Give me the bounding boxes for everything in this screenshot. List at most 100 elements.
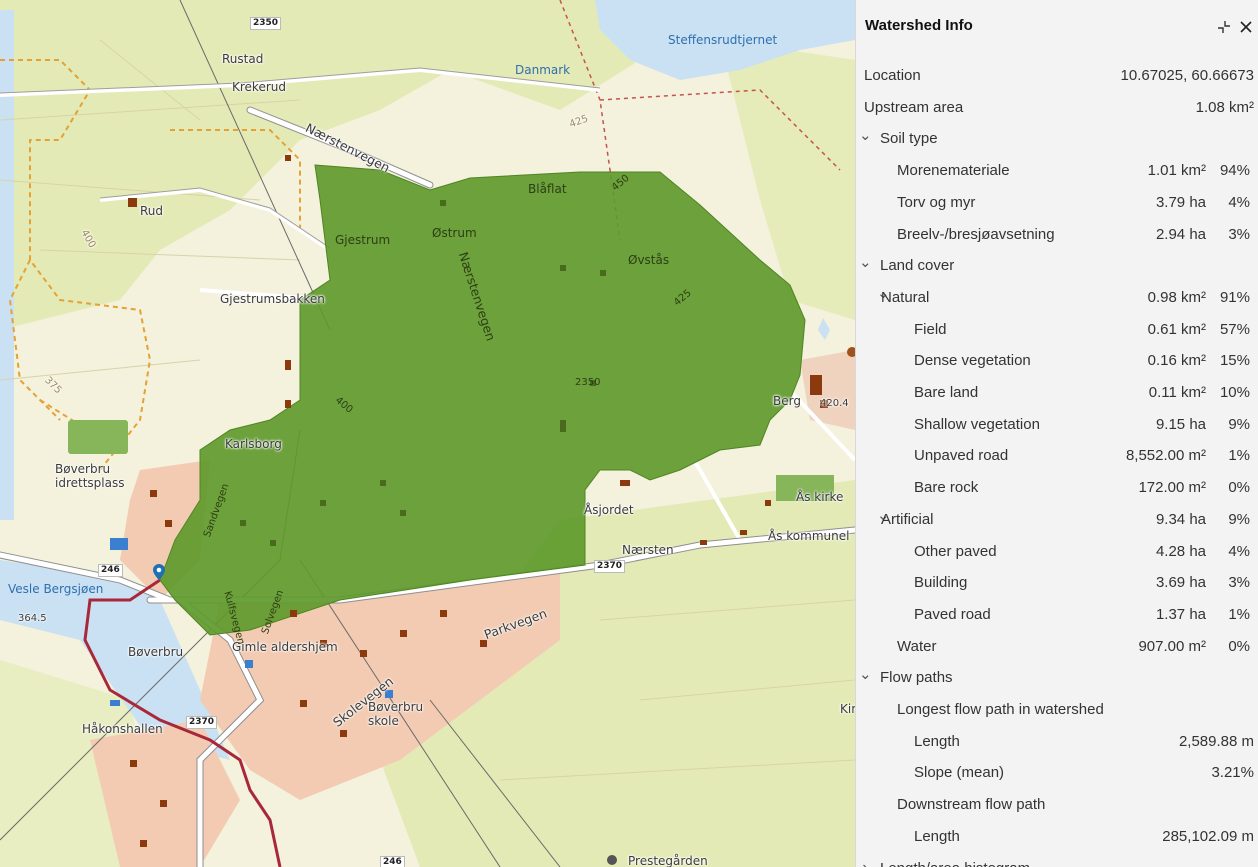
section-toggle-row[interactable]: ⌄Soil type — [856, 123, 1258, 154]
info-row: Bare rock 172.00 m² 0% — [856, 472, 1258, 503]
map-canvas[interactable] — [0, 0, 855, 867]
row-label: Flow paths — [880, 669, 953, 687]
label-contour-2350: 2350 — [575, 377, 601, 388]
row-label: Natural — [881, 288, 930, 306]
point-south — [607, 855, 617, 865]
label-gimle: Gimle aldershjem — [232, 640, 338, 654]
row-percent: 94% — [1219, 162, 1250, 180]
row-value: 9.15 ha — [1155, 415, 1206, 433]
row-label: Length/area histogram — [880, 860, 1030, 867]
row-label: Downstream flow path — [897, 796, 1046, 814]
chevron-right-icon[interactable]: › — [859, 859, 871, 867]
panel-header: Watershed Info — [856, 0, 1258, 50]
chevron-down-icon[interactable]: ⌄ — [859, 253, 872, 271]
watershed-buildings — [240, 200, 606, 546]
row-value: 1.01 km² — [1147, 162, 1206, 180]
row-value: 285,102.09 m — [1162, 827, 1254, 845]
chevron-down-icon[interactable]: ⌄ — [877, 285, 890, 303]
label-spot-420: 420.4 — [820, 398, 849, 409]
row-value: 0.61 km² — [1147, 320, 1206, 338]
row-value: 3.21% — [1211, 764, 1254, 782]
watershed-polygon[interactable] — [159, 164, 806, 636]
label-as-kommune: Ås kommunel — [768, 529, 850, 543]
section-toggle-row[interactable]: ⌄Land cover — [856, 250, 1258, 281]
row-value: 2.94 ha — [1155, 225, 1206, 243]
residential-area — [800, 350, 855, 430]
row-label: Water — [897, 637, 937, 655]
row-value: 2,589.88 m — [1178, 732, 1254, 750]
row-value: 0.16 km² — [1147, 352, 1206, 370]
minor-road-casings — [0, 67, 601, 249]
row-percent: 3% — [1228, 225, 1250, 243]
label-steffensrudtjernet: Steffensrudtjernet — [668, 33, 778, 47]
label-rud: Rud — [140, 204, 164, 218]
close-icon[interactable] — [1237, 18, 1255, 36]
label-rustad: Rustad — [222, 52, 264, 66]
row-percent: 3% — [1228, 574, 1250, 592]
label-blaflat: Blåflat — [528, 182, 567, 196]
label-ovstas: Øvstås — [628, 253, 670, 267]
pond-east — [818, 318, 830, 340]
info-row: Unpaved road 8,552.00 m² 1% — [856, 440, 1258, 471]
info-row: Slope (mean) 3.21% — [856, 757, 1258, 788]
row-value: 4.28 ha — [1155, 542, 1206, 560]
residential-area — [200, 570, 560, 800]
blue-structures — [110, 538, 393, 706]
road-shield-2350-top: 2350 — [250, 17, 282, 30]
label-boverbru: Bøverbru — [128, 645, 184, 659]
road-shield-2370-south: 2370 — [186, 716, 218, 729]
chevron-down-icon[interactable]: ⌄ — [877, 507, 890, 525]
row-value: 9.34 ha — [1155, 510, 1206, 528]
map-view[interactable]: Steffensrudtjernet Danmark Rustad Kreker… — [0, 0, 855, 867]
river-line — [83, 578, 282, 867]
row-label: Longest flow path in watershed — [897, 701, 1104, 718]
row-percent: 57% — [1219, 320, 1250, 338]
row-label: Breelv-/bresjøavsetning — [897, 225, 1055, 243]
label-berg: Berg — [773, 394, 801, 408]
row-label: Unpaved road — [914, 447, 1009, 465]
row-percent: 0% — [1228, 637, 1250, 655]
row-label: Slope (mean) — [914, 764, 1005, 782]
label-krekerud: Krekerud — [232, 80, 286, 94]
row-value: 907.00 m² — [1138, 637, 1206, 655]
panel-title: Watershed Info — [865, 16, 973, 34]
forest-area — [0, 0, 640, 330]
collapse-icon[interactable] — [1215, 18, 1233, 36]
row-value: 172.00 m² — [1138, 479, 1206, 497]
forest-area — [720, 40, 855, 320]
label-boverbru-skole-1: Bøverbru — [368, 700, 424, 714]
label-gjestrum: Gjestrum — [335, 233, 391, 247]
row-label: Upstream area — [864, 98, 964, 116]
section-toggle-row[interactable]: › Length/area histogram — [856, 853, 1258, 867]
row-percent: 4% — [1228, 193, 1250, 211]
label-spot-364: 364.5 — [18, 613, 47, 624]
row-percent: 10% — [1219, 384, 1250, 401]
chevron-down-icon[interactable]: ⌄ — [859, 665, 872, 683]
section-toggle-row[interactable]: ⌄ Flow paths — [856, 662, 1258, 693]
chevron-down-icon[interactable]: ⌄ — [859, 126, 872, 144]
info-row: Breelv-/bresjøavsetning 2.94 ha 3% — [856, 219, 1258, 250]
road-shield-246-south: 246 — [380, 856, 405, 867]
row-percent: 1% — [1228, 447, 1250, 465]
row-percent: 0% — [1228, 479, 1250, 497]
label-asjordet: Åsjordet — [584, 503, 634, 517]
label-kir: Kir — [840, 702, 855, 716]
row-label: Location — [864, 67, 921, 84]
row-value: 8,552.00 m² — [1125, 447, 1206, 465]
row-label: Building — [914, 574, 968, 592]
point-east — [847, 347, 855, 357]
info-row: Downstream flow path — [856, 789, 1258, 820]
row-label: Other paved — [914, 542, 997, 560]
row-label: Bare rock — [914, 479, 979, 497]
location-pin-icon[interactable] — [153, 564, 165, 580]
